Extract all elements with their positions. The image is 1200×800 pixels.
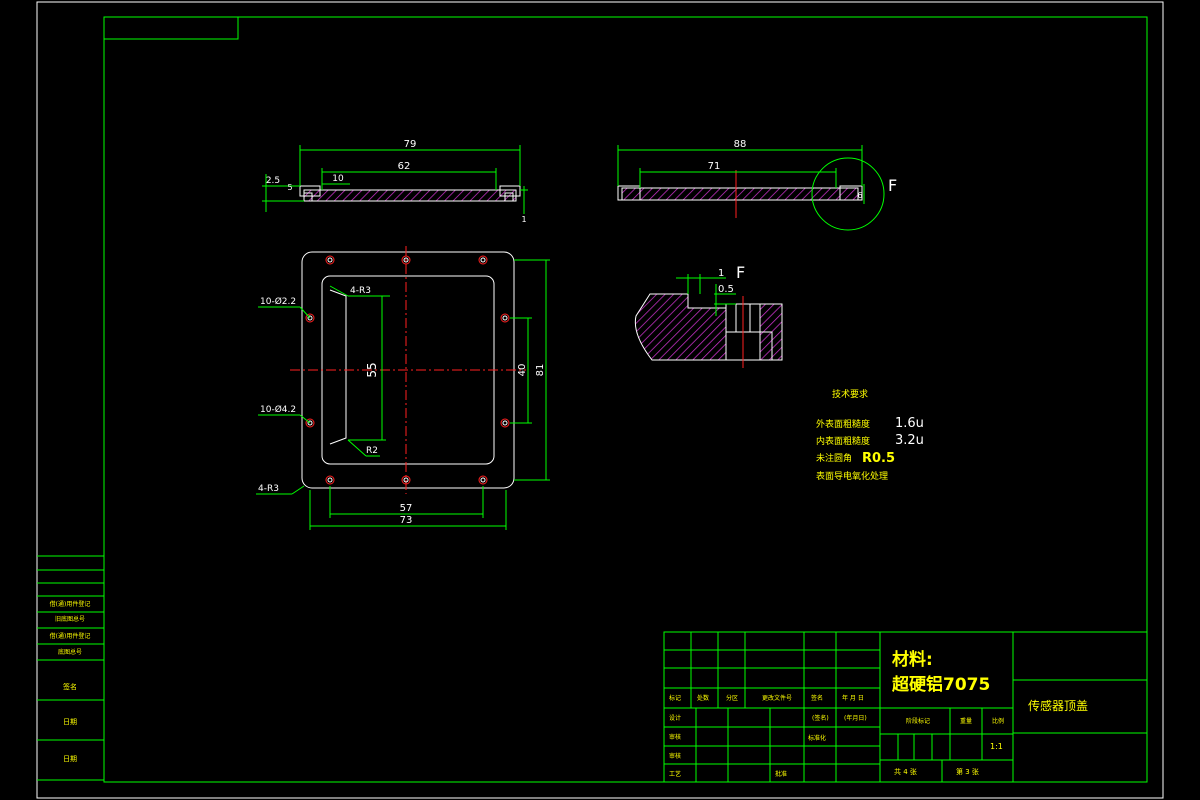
section-view-left: 79 62 10 2.5 5 1 [262,139,528,224]
tb-sheet-total: 共 4 张 [894,767,917,776]
dim-5: 5 [287,183,292,192]
dim-71: 71 [708,161,721,172]
label-holes-large: 10-Ø4.2 [260,404,296,415]
dim-81: 81 [535,364,546,377]
drawing-frame [36,1,1164,799]
tech-note-3-value: R0.5 [862,451,895,466]
tech-note-2-value: 3.2u [895,433,924,448]
tech-note-3-label: 未注圆角 [816,452,852,464]
plan-view: 10-Ø2.2 10-Ø4.2 4-R3 4-R3 55 R2 40 81 57 [256,246,550,530]
tb-design: 设计 [669,714,681,722]
side-row-5: 签名 [63,682,77,691]
side-table: 借(通)用件登记 旧底图总号 借(通)用件登记 底图总号 签名 日期 日期 [37,555,104,781]
dim-62: 62 [398,161,411,172]
tb-sign-placeholder: (签名) [812,714,829,722]
tb-date-placeholder: (年月日) [844,714,867,722]
tb-mark: 标记 [669,694,681,702]
dim-10: 10 [332,174,344,184]
dim-55: 55 [365,362,379,377]
section-view-right: 88 71 6 F [617,139,897,231]
dim-57: 57 [400,503,413,514]
dim-detail-1: 1 [718,268,724,279]
tech-note-1-value: 1.6u [895,416,924,431]
side-row-2: 旧底图总号 [55,615,85,623]
dim-1: 1 [521,215,526,224]
side-row-4: 底图总号 [58,648,82,656]
tb-scale: 比例 [992,717,1004,725]
tb-process: 工艺 [669,770,681,778]
dim-2-5: 2.5 [266,176,280,186]
label-fillet: R2 [366,446,378,456]
dim-79: 79 [404,139,417,150]
tb-zone: 分区 [726,694,738,702]
side-row-7: 日期 [63,755,77,763]
tech-note-2-label: 内表面粗糙度 [816,435,870,447]
detail-f-callout: F [888,176,897,195]
tb-review: 审核 [669,752,681,760]
label-holes-small: 10-Ø2.2 [260,296,296,307]
detail-f-label: F [736,263,745,282]
tb-scale-value: 1:1 [990,742,1003,751]
dim-88: 88 [734,139,747,150]
tb-stage-mark: 阶段标记 [906,717,930,725]
tb-change-doc: 更改文件号 [762,694,792,702]
label-outer-corner: 4-R3 [258,484,279,494]
dim-40: 40 [517,364,528,377]
side-row-3: 借(通)用件登记 [50,632,91,640]
tb-approve: 批准 [775,770,787,778]
label-inner-corner: 4-R3 [350,286,371,296]
tech-note-4-label: 表面导电氧化处理 [816,470,888,482]
technical-notes: 技术要求 外表面粗糙度 1.6u 内表面粗糙度 3.2u 未注圆角 R0.5 表… [816,388,924,482]
material-label: 材料: [892,649,933,670]
material-value: 超硬铝7075 [892,674,990,695]
tech-note-1-label: 外表面粗糙度 [816,418,870,430]
part-name: 传感器顶盖 [1028,698,1088,713]
side-row-6: 日期 [63,718,77,726]
mounting-holes [305,255,510,485]
side-row-1: 借(通)用件登记 [50,600,91,608]
tb-check: 审核 [669,733,681,741]
tb-count: 处数 [697,694,709,702]
tb-date: 年 月 日 [842,694,864,702]
tb-signature: 签名 [811,694,823,702]
tb-weight: 重量 [960,717,972,725]
title-block: 材料: 超硬铝7075 传感器顶盖 标记 处数 分区 更改文件号 签名 年 月 … [663,631,1148,783]
tb-standard: 标准化 [808,734,826,742]
dim-detail-0-5: 0.5 [718,284,734,295]
dim-6: 6 [857,191,862,200]
dim-73: 73 [400,515,413,526]
tech-notes-title: 技术要求 [832,388,868,400]
detail-view-f: 1 0.5 F [634,263,783,368]
tb-sheet-no: 第 3 张 [956,767,979,776]
